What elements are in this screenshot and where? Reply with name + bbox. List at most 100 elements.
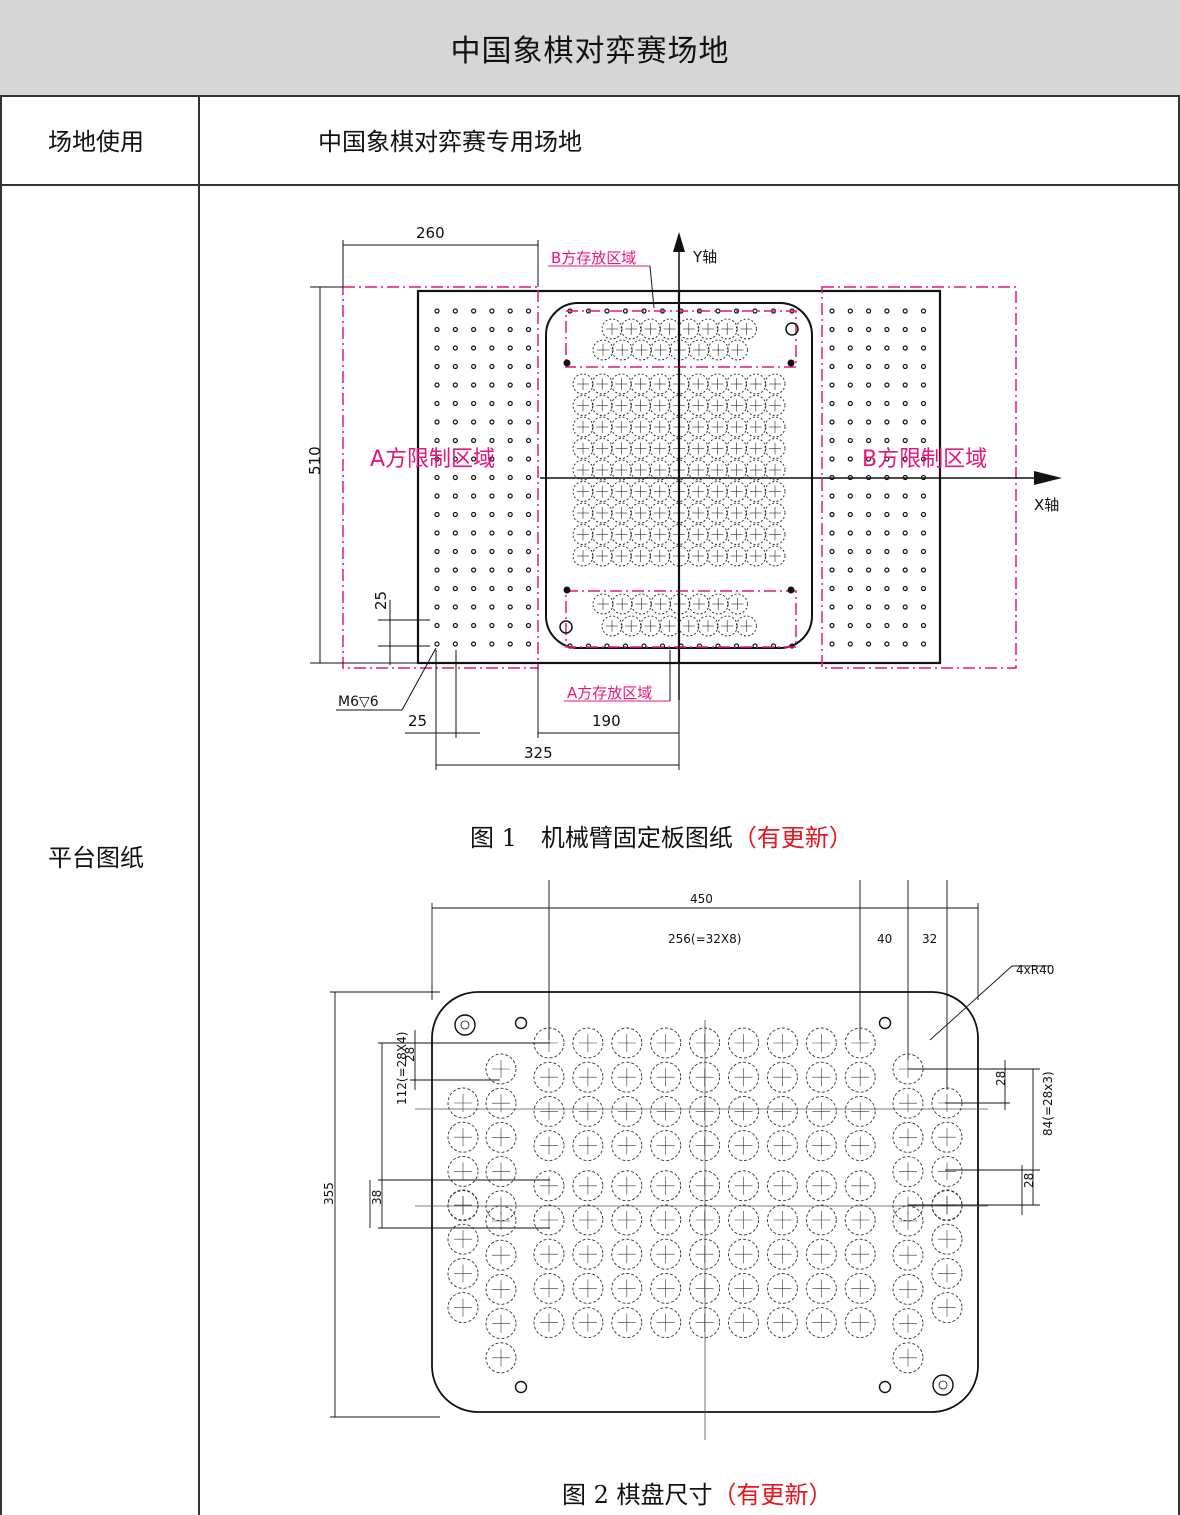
storage-circle bbox=[669, 339, 691, 361]
title-row: 中国象棋对弈赛场地 bbox=[0, 0, 1180, 97]
plate-hole bbox=[847, 400, 853, 407]
storage-circle bbox=[620, 318, 642, 340]
plate-hole bbox=[471, 345, 477, 351]
plate-hole bbox=[452, 382, 458, 388]
board-circle bbox=[572, 395, 594, 416]
dim-32: 32 bbox=[922, 932, 937, 946]
plate-hole bbox=[452, 511, 458, 518]
board-circle bbox=[610, 395, 632, 416]
plate-hole bbox=[829, 622, 835, 629]
plate-hole bbox=[507, 456, 513, 462]
dim-510: 510 bbox=[306, 446, 324, 475]
board-circle bbox=[766, 1238, 798, 1270]
board-circle bbox=[728, 1307, 759, 1339]
board-circle bbox=[728, 1130, 759, 1162]
thread-label: M6▽6 bbox=[338, 694, 379, 710]
plate-hole-grid bbox=[434, 308, 927, 649]
storage-circle bbox=[485, 1239, 517, 1271]
board-circle bbox=[610, 524, 632, 545]
plate-hole bbox=[434, 363, 440, 370]
storage-circle bbox=[485, 1053, 517, 1085]
board-circle bbox=[630, 502, 652, 524]
plate-hole bbox=[489, 548, 495, 555]
board-circle bbox=[764, 395, 786, 416]
board-circle bbox=[668, 502, 690, 524]
board-circle bbox=[610, 545, 632, 567]
storage-circle bbox=[931, 1121, 963, 1153]
board-circle bbox=[805, 1061, 837, 1093]
board-circle bbox=[706, 502, 728, 524]
plate-hole bbox=[434, 437, 440, 444]
board-circle bbox=[611, 1307, 643, 1339]
board-circle bbox=[844, 1272, 876, 1304]
storage-circle bbox=[892, 1239, 924, 1271]
plate-hole bbox=[865, 585, 872, 592]
plate-hole bbox=[920, 400, 927, 407]
plate-hole bbox=[489, 419, 495, 425]
storage-circle bbox=[485, 1156, 517, 1188]
plate-hole bbox=[525, 474, 532, 481]
dim-28-right-top: 28 bbox=[994, 1071, 1008, 1086]
board-circle bbox=[533, 1272, 565, 1304]
storage-circle bbox=[601, 615, 623, 637]
plate-hole bbox=[884, 511, 890, 518]
storage-circle bbox=[639, 318, 661, 340]
plate-hole bbox=[489, 308, 495, 314]
board-circle bbox=[650, 1238, 682, 1270]
plate-hole bbox=[525, 326, 532, 333]
plate-hole bbox=[507, 437, 513, 444]
plate-hole bbox=[902, 456, 908, 462]
board-circle bbox=[611, 1170, 643, 1202]
x-axis-arrow bbox=[1034, 471, 1062, 485]
dimension-lines bbox=[310, 240, 680, 770]
plate-hole bbox=[434, 493, 440, 499]
plate-hole bbox=[507, 400, 513, 407]
plate-hole bbox=[920, 530, 927, 536]
dim-256: 256(=32X8) bbox=[668, 932, 741, 946]
board-circle bbox=[726, 395, 748, 416]
plate-hole bbox=[865, 308, 872, 314]
plate-hole bbox=[865, 363, 872, 370]
storage-circle bbox=[707, 593, 729, 615]
dim-355: 355 bbox=[322, 1182, 336, 1205]
plate-hole bbox=[452, 419, 458, 425]
plate-hole bbox=[434, 308, 440, 314]
board-circle bbox=[630, 481, 652, 502]
plate-hole bbox=[507, 604, 513, 610]
plate-hole bbox=[829, 437, 835, 444]
storage-circle bbox=[735, 615, 757, 637]
plate-hole bbox=[884, 437, 890, 444]
plate-hole bbox=[507, 345, 513, 351]
plate-hole bbox=[865, 382, 872, 388]
plate-hole bbox=[471, 437, 477, 444]
storage-circle bbox=[650, 339, 672, 361]
plate-hole bbox=[829, 530, 835, 536]
storage-circle bbox=[485, 1121, 517, 1153]
plate-hole bbox=[452, 437, 458, 444]
plate-hole bbox=[525, 382, 532, 388]
board-circle bbox=[611, 1130, 643, 1162]
board-circle bbox=[745, 373, 767, 395]
dim-325: 325 bbox=[524, 744, 553, 762]
plate-hole bbox=[847, 345, 853, 351]
zone-b-limit-label: B方限制区域 bbox=[862, 447, 987, 472]
plate-hole bbox=[884, 530, 890, 536]
plate-hole bbox=[507, 419, 513, 425]
board-circle bbox=[805, 1170, 837, 1202]
plate-hole bbox=[452, 585, 458, 592]
board-circle bbox=[630, 395, 652, 416]
radius-label: 4xR40 bbox=[1016, 963, 1054, 977]
plate-hole bbox=[434, 474, 440, 481]
board-circle bbox=[844, 1095, 876, 1127]
plate-hole bbox=[884, 641, 890, 647]
figure1-caption-text: 图 1 机械臂固定板图纸 bbox=[470, 824, 733, 852]
board-circle bbox=[844, 1307, 876, 1339]
plate-hole bbox=[829, 511, 835, 518]
plate-hole bbox=[847, 456, 853, 462]
board-circle bbox=[844, 1238, 876, 1270]
plate-hole bbox=[884, 326, 890, 333]
plate-hole bbox=[471, 363, 477, 370]
board-circle bbox=[533, 1204, 565, 1236]
storage-circle bbox=[716, 318, 738, 340]
board-circle bbox=[572, 438, 594, 459]
